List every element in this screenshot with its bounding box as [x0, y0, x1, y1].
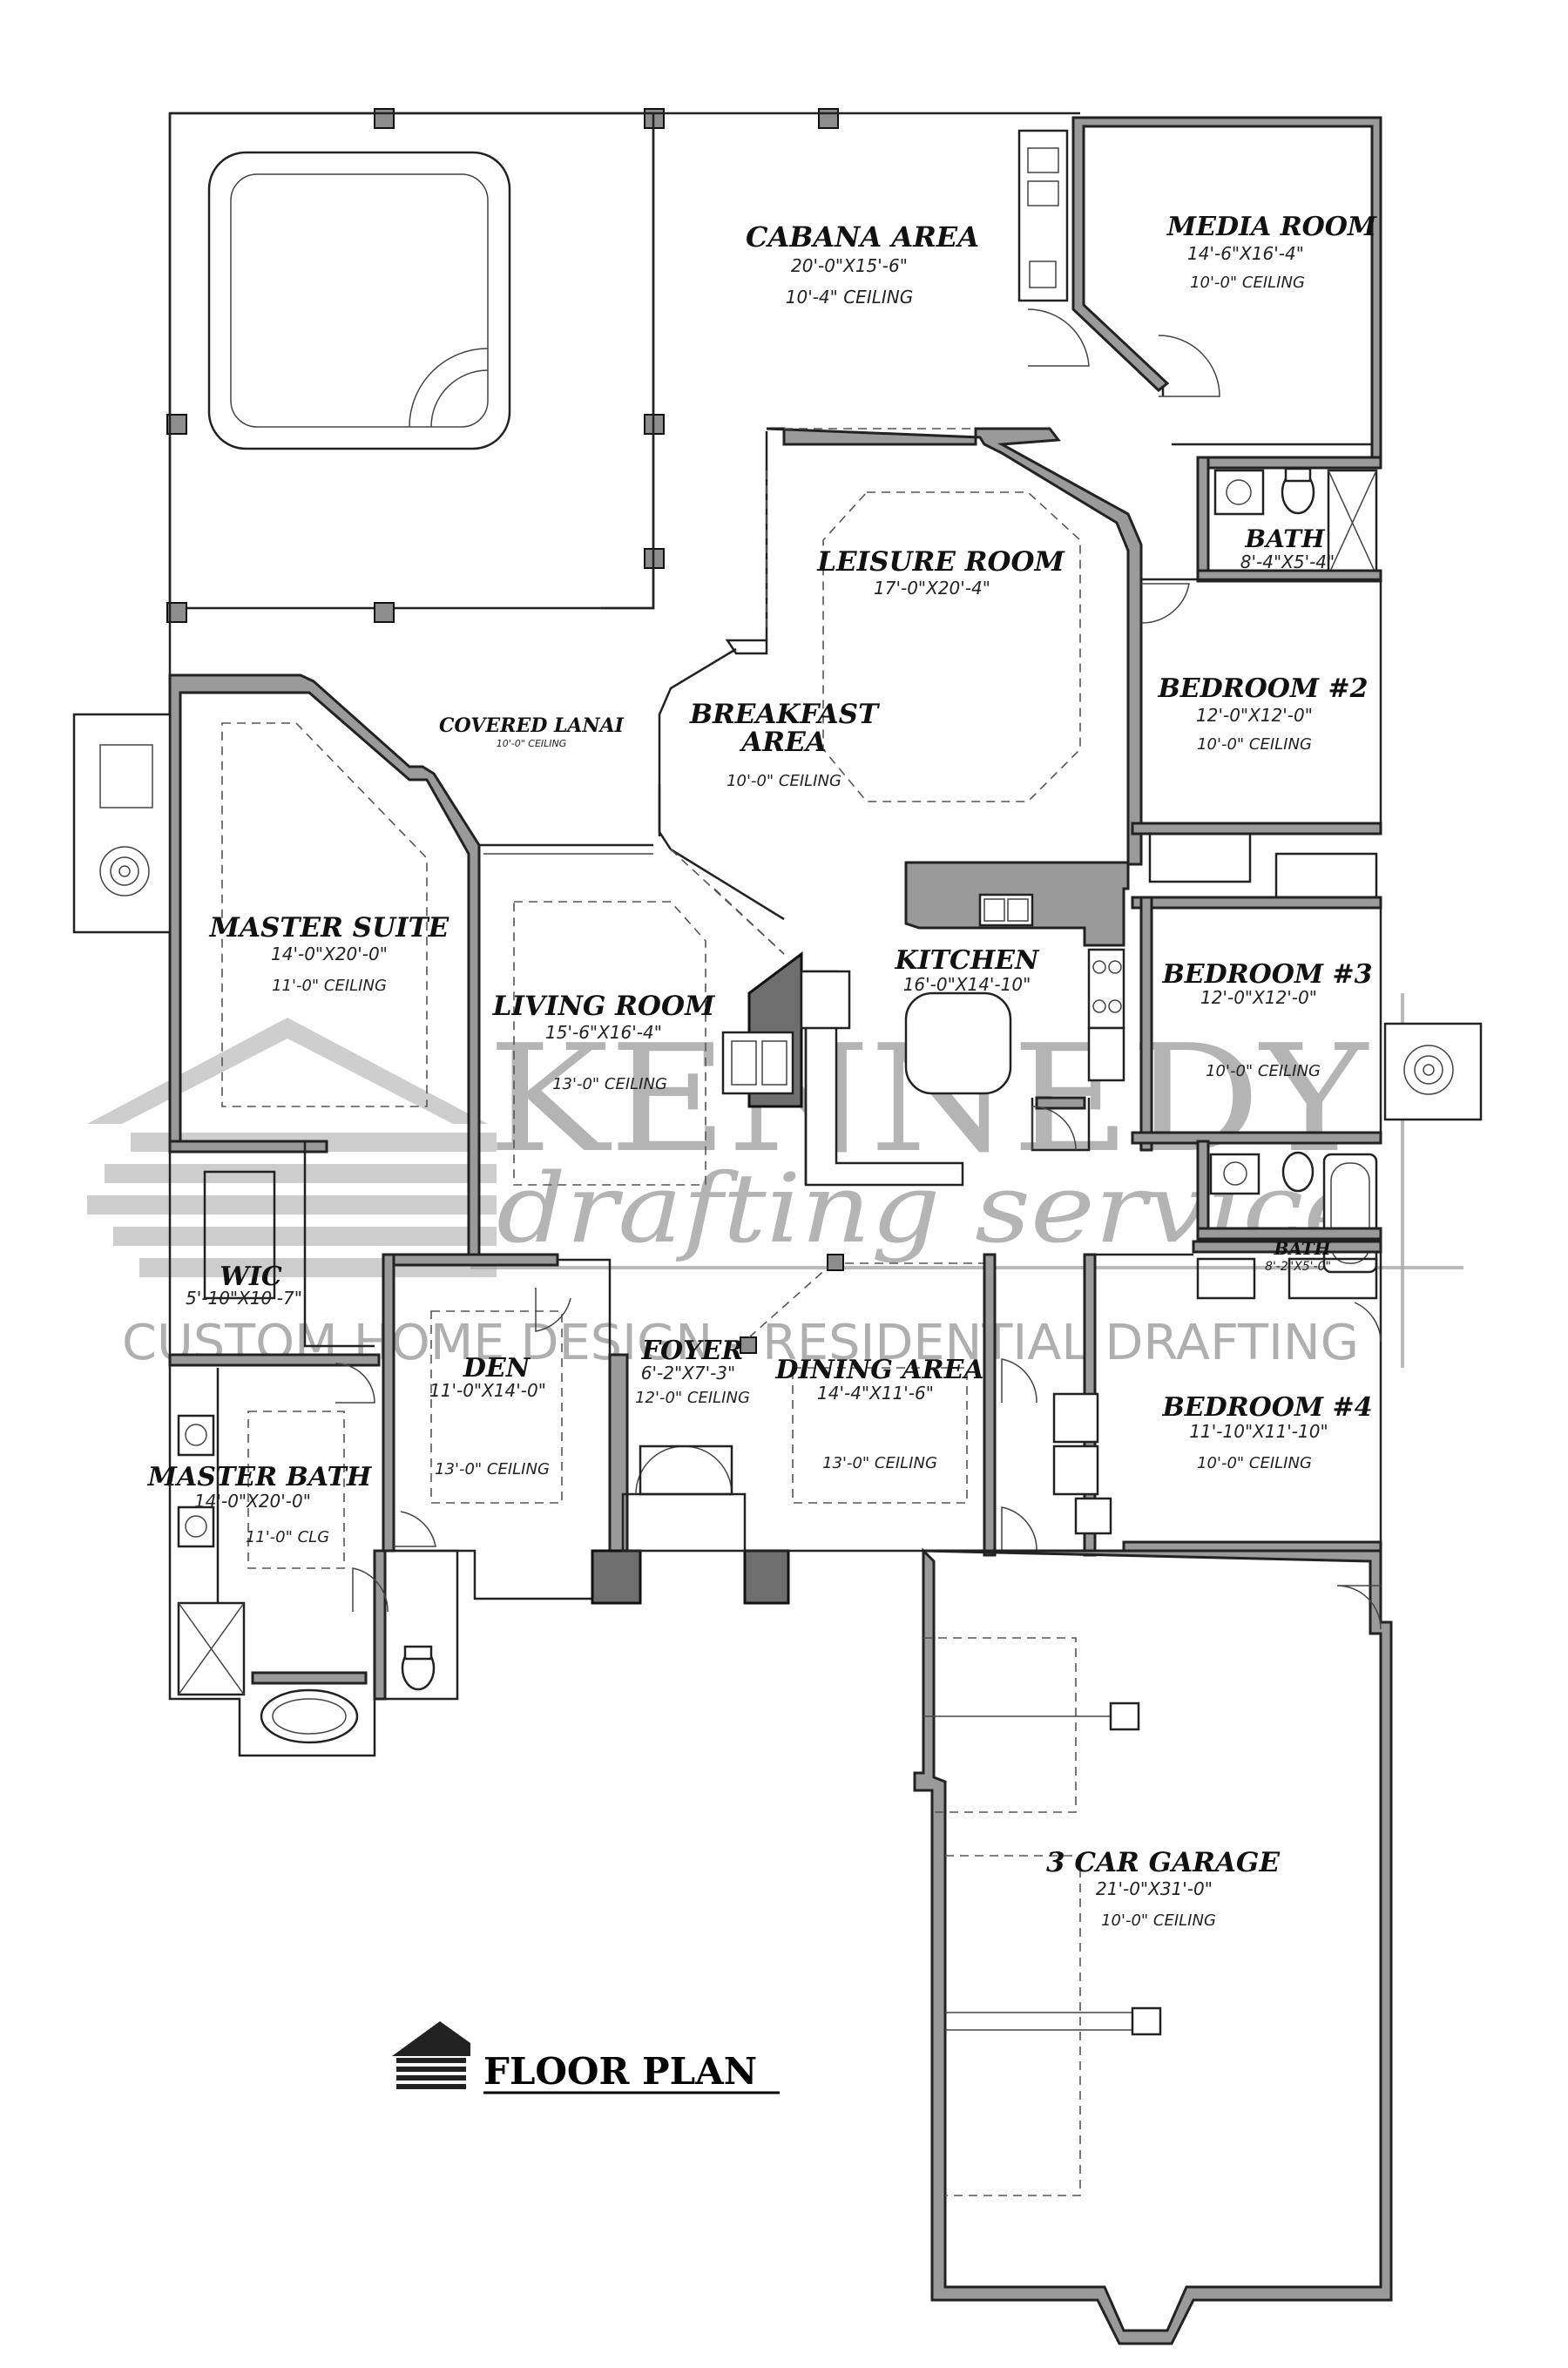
label-kitchen-dim: 16'-0"X14'-10"	[903, 974, 1031, 995]
master-exterior-fireplace-icon	[72, 713, 172, 934]
label-lanai-ceiling: 10'-0" CEILING	[497, 738, 567, 749]
bath2-sink-icon	[1209, 1153, 1260, 1195]
bath2-toilet-icon	[1281, 1151, 1315, 1193]
label-bath1-dim: 8'-4"X5'-4"	[1240, 551, 1335, 572]
label-cabana-dim: 20'-0"X15'-6"	[791, 255, 908, 276]
label-bedroom3-ceiling: 10'-0" CEILING	[1206, 1062, 1321, 1080]
label-bedroom4-dim: 11'-10"X11'-10"	[1189, 1421, 1328, 1442]
label-foyer-dim: 6'-2"X7'-3"	[641, 1363, 735, 1384]
label-den-name: DEN	[463, 1353, 531, 1384]
dining-column	[827, 1254, 844, 1271]
label-den-ceiling: 13'-0" CEILING	[435, 1460, 550, 1478]
room-labels: CABANA AREA 20'-0"X15'-6" 10'-4" CEILING…	[147, 212, 1377, 1930]
label-garage-name: 3 CAR GARAGE	[1046, 1847, 1280, 1878]
label-bedroom2-name: BEDROOM #2	[1157, 673, 1368, 704]
label-bedroom4-ceiling: 10'-0" CEILING	[1197, 1454, 1312, 1472]
label-living-dim: 15'-6"X16'-4"	[545, 1022, 662, 1043]
label-cabana-name: CABANA AREA	[746, 220, 979, 254]
label-breakfast-name-1: BREAKFAST	[689, 699, 880, 730]
label-wic-name: WIC	[220, 1262, 282, 1292]
label-lanai-name: COVERED LANAI	[439, 714, 625, 737]
foyer-column	[740, 1336, 757, 1354]
label-dining-dim: 14'-4"X11'-6"	[817, 1383, 934, 1404]
garage-walls	[913, 1547, 1393, 2345]
label-master-bath-name: MASTER BATH	[147, 1462, 373, 1492]
laundry-sink-icon	[1074, 1497, 1112, 1535]
master-suite-ceiling-outline	[221, 722, 428, 1107]
pool-enclosure	[166, 108, 839, 623]
label-garage-dim: 21'-0"X31'-0"	[1096, 1878, 1213, 1899]
label-bedroom3-name: BEDROOM #3	[1161, 959, 1372, 990]
label-living-ceiling: 13'-0" CEILING	[552, 1075, 667, 1093]
label-den-dim: 11'-0"X14'-0"	[429, 1380, 546, 1401]
label-cabana-ceiling: 10'-4" CEILING	[786, 287, 913, 308]
kitchen-island-icon	[904, 991, 1012, 1095]
master-bath-ceiling-outline	[247, 1411, 345, 1569]
label-dining-name: DINING AREA	[774, 1355, 983, 1385]
label-bath2-dim: 8'-2"X5'-0"	[1265, 1260, 1331, 1274]
bath2-tub-icon	[1322, 1153, 1378, 1274]
label-bath2-name: BATH	[1273, 1238, 1331, 1259]
garage-light-2-icon	[1131, 2006, 1162, 2036]
garage-light-1-icon	[1109, 1702, 1140, 1731]
leisure-room-walls	[766, 427, 1143, 866]
laundry-washer-icon	[1052, 1392, 1099, 1444]
label-media-ceiling: 10'-0" CEILING	[1190, 274, 1305, 292]
label-bedroom2-dim: 12'-0"X12'-0"	[1196, 705, 1313, 726]
plan-title-text: FLOOR PLAN	[483, 2050, 757, 2093]
watermark-house-logo-icon	[87, 1018, 497, 1277]
label-breakfast-ceiling: 10'-0" CEILING	[727, 772, 841, 790]
label-garage-ceiling: 10'-0" CEILING	[1101, 1911, 1216, 1930]
label-bedroom3-dim: 12'-0"X12'-0"	[1200, 987, 1317, 1008]
laundry-dryer-icon	[1052, 1444, 1099, 1496]
plan-title: FLOOR PLAN	[392, 2021, 780, 2094]
label-wic-dim: 5'-10"X10'-7"	[186, 1288, 302, 1309]
label-master-suite-dim: 14'-0"X20'-0"	[271, 944, 388, 964]
label-media-name: MEDIA ROOM	[1166, 212, 1377, 242]
label-bedroom4-name: BEDROOM #4	[1161, 1392, 1372, 1423]
title-house-icon	[392, 2021, 470, 2089]
label-media-dim: 14'-6"X16'-4"	[1187, 243, 1304, 264]
label-master-bath-ceiling: 11'-0" CLG	[246, 1528, 329, 1546]
cabana-counter	[1017, 129, 1069, 302]
label-bedroom2-ceiling: 10'-0" CEILING	[1197, 735, 1312, 754]
label-breakfast-name-2: AREA	[739, 727, 827, 758]
leisure-ceiling-outline	[822, 491, 1081, 802]
media-room-walls	[1071, 116, 1382, 459]
label-master-suite-name: MASTER SUITE	[209, 912, 449, 944]
label-dining-ceiling: 13'-0" CEILING	[822, 1454, 937, 1472]
label-leisure-dim: 17'-0"X20'-4"	[874, 578, 990, 599]
label-bath1-name: BATH	[1244, 524, 1326, 553]
master-bath-sink-left-icon	[177, 1414, 215, 1457]
pool-icon	[207, 151, 511, 450]
kitchen-sink-icon	[978, 893, 1034, 927]
label-leisure-name: LEISURE ROOM	[816, 546, 1065, 578]
label-master-bath-dim: 14'-0"X20'-0"	[194, 1491, 311, 1512]
living-ceiling-outline	[513, 901, 706, 1186]
label-master-suite-ceiling: 11'-0" CEILING	[272, 977, 387, 995]
label-living-name: LIVING ROOM	[492, 991, 716, 1022]
master-bath-sink-right-icon	[177, 1505, 215, 1548]
label-foyer-name: FOYER	[641, 1336, 744, 1366]
label-foyer-ceiling: 12'-0" CEILING	[635, 1389, 750, 1407]
label-kitchen-name: KITCHEN	[895, 945, 1041, 976]
bath1-sink-icon	[1213, 469, 1265, 516]
master-tub-icon	[260, 1688, 359, 1744]
